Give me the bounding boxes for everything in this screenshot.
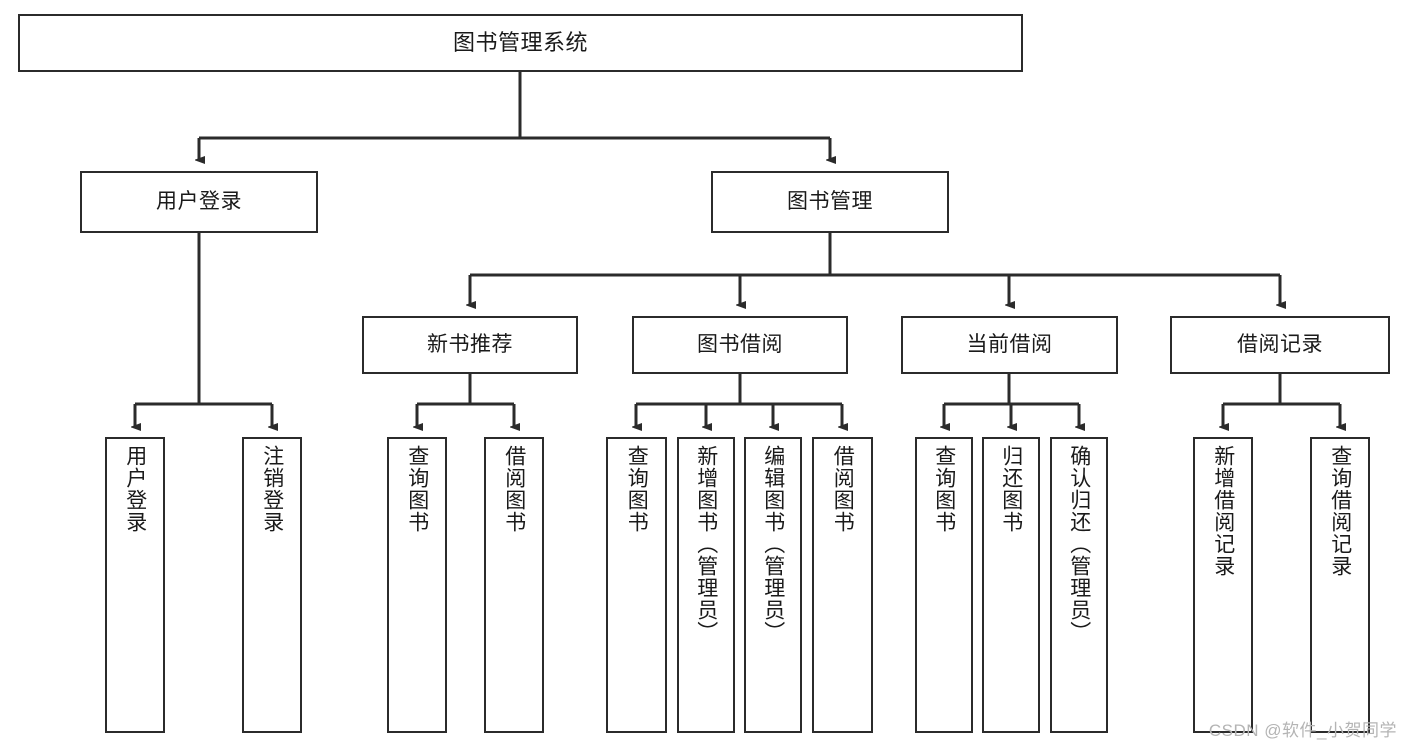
leaf-query-book-current[interactable]: 查询图书 [915,437,973,733]
node-borrow-record-label: 借阅记录 [1237,332,1323,356]
leaf-query-book-borrow-label: 查询图书 [625,445,649,533]
leaf-query-borrow-record[interactable]: 查询借阅记录 [1310,437,1370,733]
node-root-label: 图书管理系统 [452,30,588,56]
leaf-add-book-admin[interactable]: 新增图书（管理员） [677,437,735,733]
leaf-return-book-label: 归还图书 [999,445,1023,533]
node-book-borrow-label: 图书借阅 [697,332,783,356]
leaf-edit-book-admin[interactable]: 编辑图书（管理员） [744,437,802,733]
leaf-borrow-book-recommend[interactable]: 借阅图书 [484,437,544,733]
node-user-login-label: 用户登录 [156,189,242,213]
leaf-borrow-book[interactable]: 借阅图书 [812,437,873,733]
node-current-borrow[interactable]: 当前借阅 [901,316,1118,374]
node-user-login[interactable]: 用户登录 [80,171,318,233]
leaf-return-book[interactable]: 归还图书 [982,437,1040,733]
node-borrow-record[interactable]: 借阅记录 [1170,316,1390,374]
leaf-query-borrow-record-label: 查询借阅记录 [1328,445,1352,577]
node-book-management[interactable]: 图书管理 [711,171,949,233]
leaf-query-book-borrow[interactable]: 查询图书 [606,437,667,733]
leaf-edit-book-admin-label: 编辑图书（管理员） [761,445,785,643]
leaf-query-book-recommend[interactable]: 查询图书 [387,437,447,733]
node-root[interactable]: 图书管理系统 [18,14,1023,72]
leaf-add-borrow-record-label: 新增借阅记录 [1211,445,1235,577]
leaf-confirm-return-admin[interactable]: 确认归还（管理员） [1050,437,1108,733]
node-book-management-label: 图书管理 [787,189,873,213]
watermark: CSDN @软件_小贺同学 [1208,721,1397,740]
leaf-user-login-label: 用户登录 [123,445,147,533]
leaf-add-book-admin-label: 新增图书（管理员） [694,445,718,643]
leaf-user-login[interactable]: 用户登录 [105,437,165,733]
leaf-logout-label: 注销登录 [260,445,284,533]
leaf-confirm-return-admin-label: 确认归还（管理员） [1067,445,1091,643]
node-current-borrow-label: 当前借阅 [966,332,1053,356]
node-book-borrow[interactable]: 图书借阅 [632,316,848,374]
leaf-query-book-recommend-label: 查询图书 [405,445,429,533]
leaf-logout[interactable]: 注销登录 [242,437,302,733]
node-new-book-recommend-label: 新书推荐 [427,332,513,356]
leaf-borrow-book-label: 借阅图书 [831,445,855,533]
leaf-query-book-current-label: 查询图书 [932,445,956,533]
leaf-add-borrow-record[interactable]: 新增借阅记录 [1193,437,1253,733]
leaf-borrow-book-recommend-label: 借阅图书 [502,445,526,533]
node-new-book-recommend[interactable]: 新书推荐 [362,316,578,374]
